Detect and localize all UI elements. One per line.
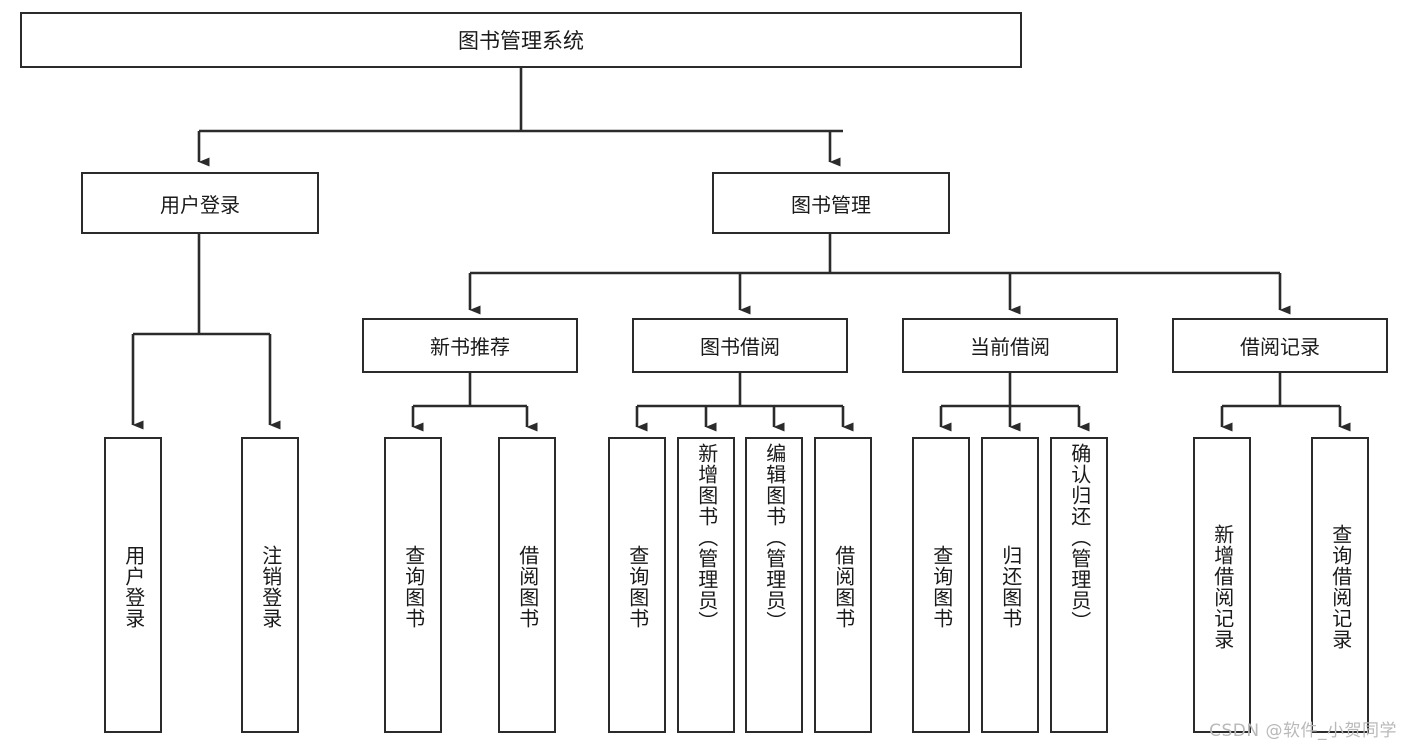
leaf-user-login-signin[interactable]: 用户登录 [104, 437, 162, 733]
leaf-borrow-record-add[interactable]: 新增借阅记录 [1193, 437, 1251, 733]
leaf-book-borrow-query[interactable]: 查询图书 [608, 437, 666, 733]
leaf-borrow-record-query[interactable]: 查询借阅记录 [1311, 437, 1369, 733]
leaf-book-borrow-edit[interactable]: 编辑图书（管理员） [745, 437, 803, 733]
node-new-book-recommend[interactable]: 新书推荐 [362, 318, 578, 373]
leaf-label: 新增借阅记录 [1210, 524, 1235, 650]
node-label: 用户登录 [160, 192, 240, 217]
leaf-label: 确认归还（管理员） [1067, 443, 1092, 632]
leaf-label: 新增图书（管理员） [694, 443, 719, 632]
leaf-label: 借阅图书 [831, 545, 856, 629]
leaf-label: 查询图书 [401, 545, 426, 629]
leaf-book-borrow-borrow[interactable]: 借阅图书 [814, 437, 872, 733]
node-root-book-management-system[interactable]: 图书管理系统 [20, 12, 1022, 68]
node-borrow-record[interactable]: 借阅记录 [1172, 318, 1388, 373]
leaf-label: 查询图书 [929, 545, 954, 629]
leaf-label: 归还图书 [998, 545, 1023, 629]
csdn-watermark: CSDN @软件_小贺同学 [1209, 721, 1397, 741]
node-book-management[interactable]: 图书管理 [712, 172, 950, 234]
node-label: 图书管理 [791, 192, 871, 217]
node-user-login[interactable]: 用户登录 [81, 172, 319, 234]
leaf-new-book-query[interactable]: 查询图书 [384, 437, 442, 733]
leaf-book-borrow-add[interactable]: 新增图书（管理员） [677, 437, 735, 733]
leaf-current-borrow-confirm-return[interactable]: 确认归还（管理员） [1050, 437, 1108, 733]
node-label: 当前借阅 [970, 335, 1050, 359]
leaf-current-borrow-return[interactable]: 归还图书 [981, 437, 1039, 733]
leaf-label: 编辑图书（管理员） [762, 443, 787, 632]
leaf-label: 查询借阅记录 [1328, 524, 1353, 650]
node-book-borrow[interactable]: 图书借阅 [632, 318, 848, 373]
node-label: 借阅记录 [1240, 335, 1320, 359]
leaf-new-book-borrow[interactable]: 借阅图书 [498, 437, 556, 733]
leaf-label: 借阅图书 [515, 545, 540, 629]
node-current-borrow[interactable]: 当前借阅 [902, 318, 1118, 373]
node-label: 图书管理系统 [458, 29, 584, 53]
leaf-current-borrow-query[interactable]: 查询图书 [912, 437, 970, 733]
node-label: 新书推荐 [430, 335, 510, 359]
leaf-user-login-signout[interactable]: 注销登录 [241, 437, 299, 733]
node-label: 图书借阅 [700, 335, 780, 359]
leaf-label: 注销登录 [258, 545, 283, 629]
leaf-label: 用户登录 [121, 545, 146, 629]
leaf-label: 查询图书 [625, 545, 650, 629]
